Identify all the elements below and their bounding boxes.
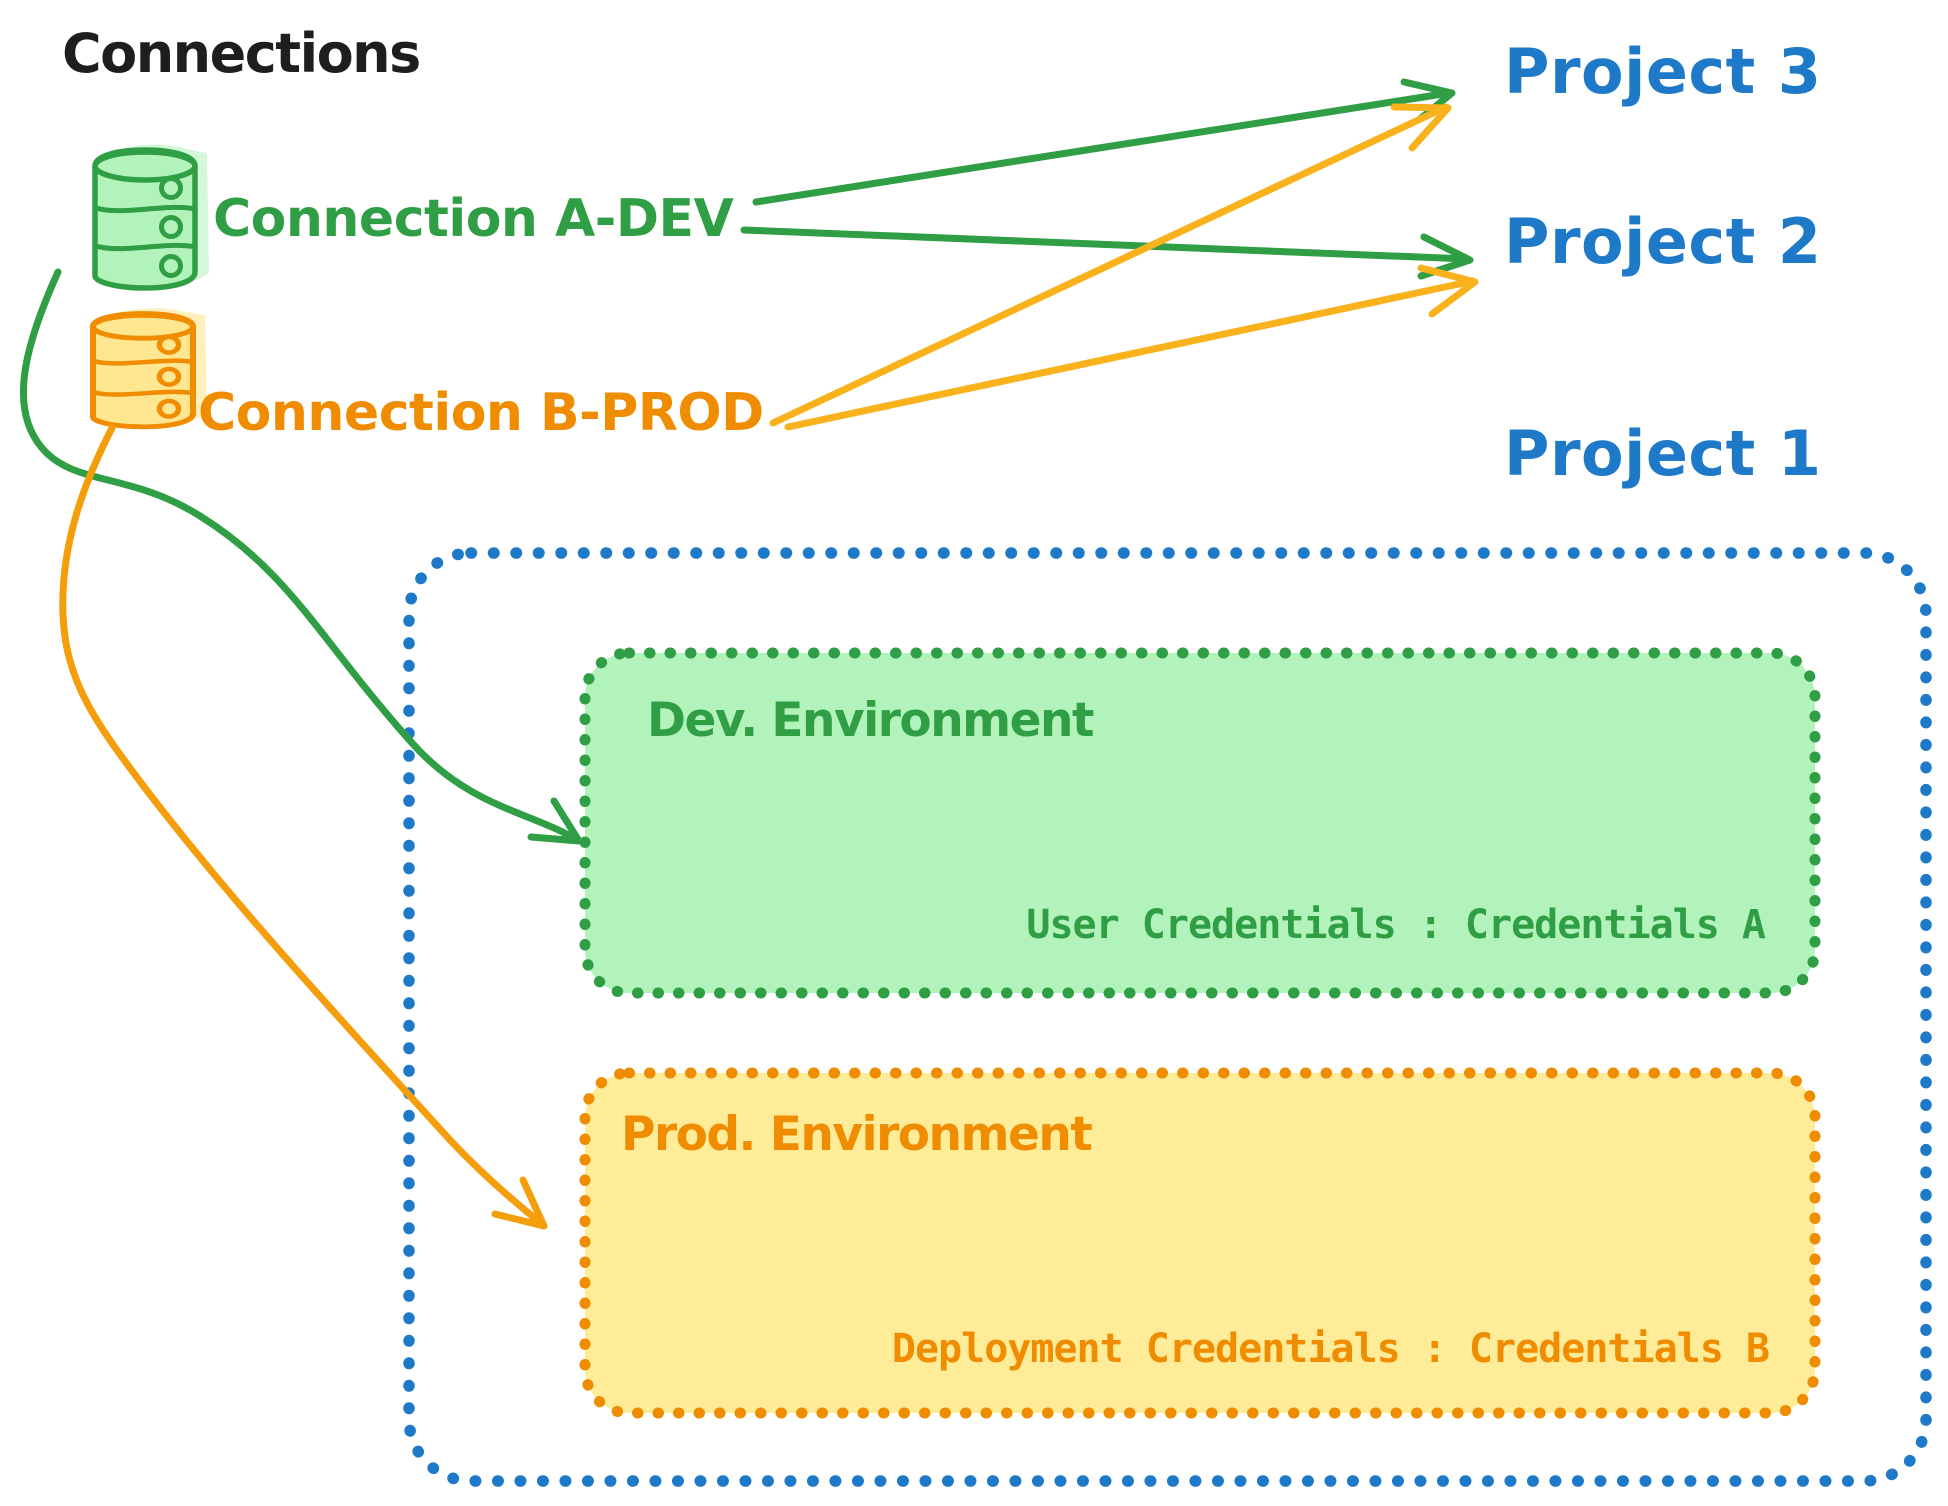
arrow-b-prod-to-project2: [784, 264, 1479, 431]
dev-environment-box: [579, 647, 1821, 999]
prod-environment-title: Prod. Environment: [621, 1107, 1093, 1162]
connection-b-prod-label: Connection B-PROD: [198, 383, 764, 443]
prod-environment-credentials-text: Deployment Credentials : Credentials B: [891, 1326, 1770, 1372]
connection-a-dev-label: Connection A-DEV: [213, 189, 734, 249]
arrow-a-dev-to-dev-environment: [19, 268, 583, 845]
database-icon-a-dev: [92, 144, 209, 291]
diagram-title: Connections: [62, 22, 421, 85]
dev-environment-credentials-text: User Credentials : Credentials A: [1026, 902, 1766, 948]
project1-boundary-box: [403, 547, 1932, 1487]
arrow-b-prod-to-prod-environment: [59, 424, 548, 1230]
prod-environment-box: [579, 1067, 1821, 1419]
arrow-a-dev-to-project3: [752, 78, 1456, 206]
arrow-b-prod-to-project3: [769, 103, 1452, 427]
project-2-label: Project 2: [1504, 205, 1822, 278]
dev-environment-title: Dev. Environment: [647, 693, 1094, 748]
project-1-label: Project 1: [1504, 417, 1822, 490]
project-3-label: Project 3: [1504, 35, 1822, 108]
database-icon-b-prod: [90, 308, 207, 430]
